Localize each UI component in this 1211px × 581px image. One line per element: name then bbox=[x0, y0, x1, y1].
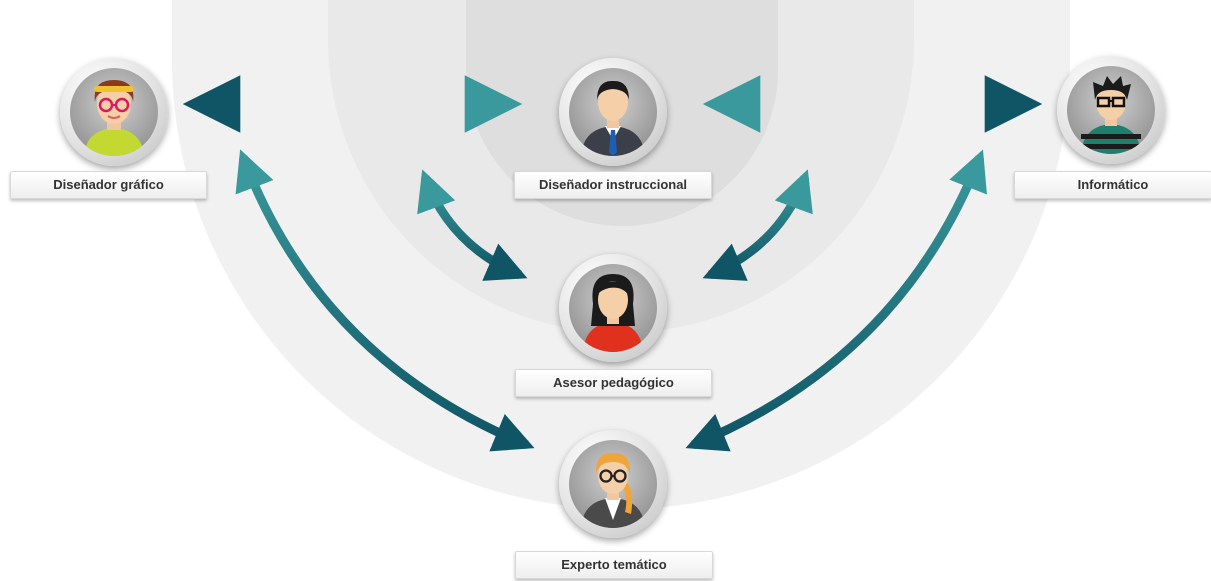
node-instructional-designer[interactable] bbox=[551, 50, 675, 174]
avatar-core bbox=[569, 264, 657, 352]
label-pedagogical-advisor: Asesor pedagógico bbox=[515, 369, 712, 397]
node-subject-expert[interactable] bbox=[551, 422, 675, 546]
label-instructional-designer: Diseñador instruccional bbox=[514, 171, 712, 199]
avatar-core bbox=[70, 68, 158, 156]
label-subject-expert: Experto temático bbox=[515, 551, 713, 579]
node-graphic-designer[interactable] bbox=[52, 50, 176, 174]
avatar-frame bbox=[559, 430, 667, 538]
female-expert-avatar-icon bbox=[581, 452, 645, 528]
female-designer-avatar-icon bbox=[84, 80, 144, 156]
avatar-core bbox=[569, 68, 657, 156]
avatar-core bbox=[1067, 66, 1155, 154]
male-programmer-avatar-icon bbox=[1081, 76, 1141, 154]
avatar-frame bbox=[559, 58, 667, 166]
label-graphic-designer: Diseñador gráfico bbox=[10, 171, 207, 199]
woman-advisor-avatar-icon bbox=[583, 274, 643, 352]
avatar-core bbox=[569, 440, 657, 528]
avatar-frame bbox=[1057, 56, 1165, 164]
avatar-frame bbox=[559, 254, 667, 362]
arrow-it-to-expert bbox=[685, 149, 987, 452]
avatar-frame bbox=[60, 58, 168, 166]
arrow-graphic-to-expert bbox=[235, 149, 535, 452]
node-it-specialist[interactable] bbox=[1049, 48, 1173, 172]
node-pedagogical-advisor[interactable] bbox=[551, 246, 675, 370]
businessman-avatar-icon bbox=[581, 80, 645, 156]
label-it-specialist: Informático bbox=[1014, 171, 1211, 199]
